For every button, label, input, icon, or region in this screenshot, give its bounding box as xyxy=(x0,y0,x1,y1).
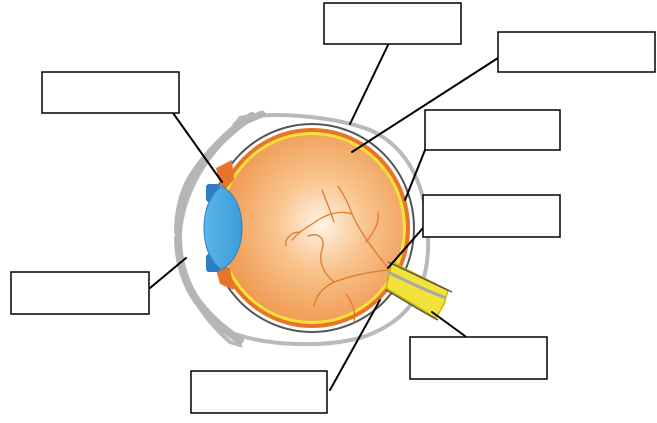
ciliary-body-upper xyxy=(216,160,234,192)
label-left-bottom xyxy=(10,271,150,315)
lens xyxy=(203,185,243,271)
label-bottom-right xyxy=(409,336,548,380)
leader-top-center xyxy=(349,44,389,125)
blood-vessels xyxy=(285,185,389,323)
leader-left-bottom xyxy=(149,257,187,289)
lower-eyelid xyxy=(174,234,244,344)
label-top-center xyxy=(323,2,462,45)
label-mid-right-2 xyxy=(422,194,561,238)
label-top-left xyxy=(41,71,180,114)
leader-mid-right-1 xyxy=(404,149,426,201)
leader-bottom-right xyxy=(431,311,466,337)
leader-top-left xyxy=(172,112,223,183)
upper-eyelid xyxy=(174,112,256,236)
label-mid-right-1 xyxy=(424,109,561,151)
leader-bottom-center xyxy=(329,299,381,391)
optic-nerve-sheath-3 xyxy=(385,289,439,321)
optic-nerve-sheath-2 xyxy=(387,261,453,293)
label-bottom-center xyxy=(190,370,328,414)
label-top-right xyxy=(497,31,656,73)
upper-lid-tip xyxy=(232,110,266,129)
optic-nerve-sheath xyxy=(387,270,447,300)
leader-top-right xyxy=(351,57,499,153)
leader-mid-right-2 xyxy=(387,227,424,269)
